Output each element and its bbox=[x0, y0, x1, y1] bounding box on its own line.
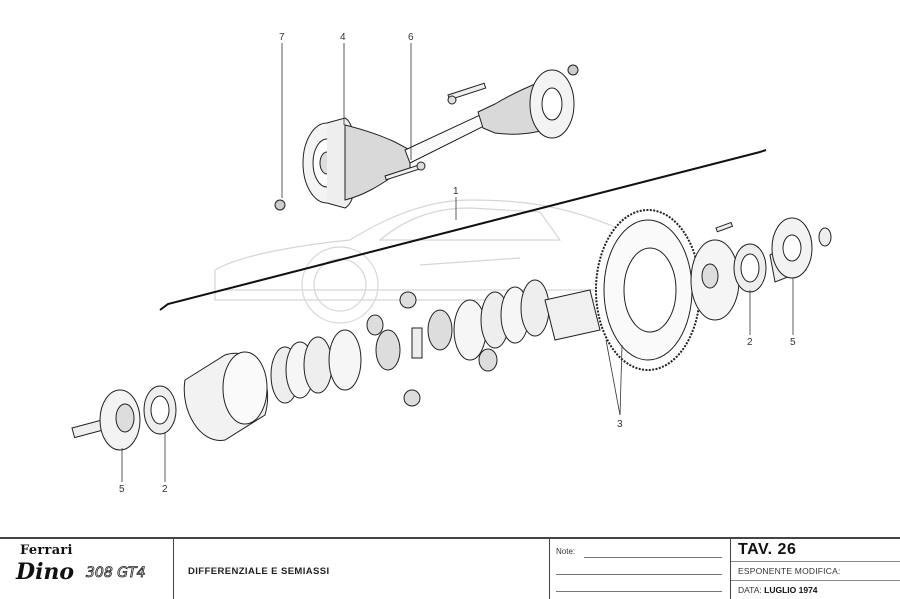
clutch-plates-right bbox=[453, 279, 550, 361]
bolt bbox=[715, 221, 734, 233]
title-cell: DIFFERENZIALE E SEMIASSI bbox=[174, 539, 550, 599]
callout-6: 6 bbox=[408, 32, 414, 43]
separator-line bbox=[159, 149, 767, 311]
date-field: DATA: LUGLIO 1974 bbox=[738, 585, 818, 595]
callout-7: 7 bbox=[279, 32, 285, 43]
callout-5-left: 5 bbox=[119, 484, 125, 495]
logo-cell: Ferrari Dino 308 GT4 bbox=[0, 539, 174, 599]
callout-5-right: 5 bbox=[790, 337, 796, 348]
clutch-plates-left bbox=[270, 329, 362, 404]
callout-3: 3 bbox=[617, 419, 623, 430]
notes-line bbox=[556, 574, 722, 575]
date-value: LUGLIO 1974 bbox=[764, 585, 818, 595]
case-hub bbox=[544, 289, 601, 341]
pinion-gear-top bbox=[399, 291, 417, 309]
revision-label: ESPONENTE MODIFICA: bbox=[738, 566, 841, 576]
info-divider bbox=[731, 580, 900, 581]
date-label: DATA: bbox=[738, 585, 762, 595]
leader-lines bbox=[121, 43, 794, 482]
axle-shaft bbox=[404, 114, 485, 164]
model-suffix-logo: 308 GT4 bbox=[86, 565, 146, 582]
nut bbox=[274, 199, 286, 211]
cv-boot-left bbox=[344, 124, 411, 201]
brand-logo: Ferrari bbox=[20, 543, 73, 558]
info-divider bbox=[731, 561, 900, 562]
exploded-parts-diagram: 7 4 6 1 5 2 3 2 5 bbox=[71, 32, 832, 495]
side-gear-right bbox=[427, 309, 453, 351]
pinion-gear-bottom bbox=[403, 389, 421, 407]
cross-shaft bbox=[411, 327, 423, 359]
stub-shaft-left bbox=[71, 419, 105, 439]
notes-line bbox=[584, 557, 722, 558]
differential-assembly bbox=[71, 209, 832, 451]
model-logo: Dino bbox=[16, 559, 75, 585]
info-cell: TAV. 26 ESPONENTE MODIFICA: DATA: LUGLIO… bbox=[731, 539, 900, 599]
nut bbox=[567, 64, 579, 76]
side-gear-left bbox=[375, 329, 401, 371]
title-block: Ferrari Dino 308 GT4 DIFFERENZIALE E SEM… bbox=[0, 537, 900, 599]
pinion-gear-left bbox=[366, 314, 384, 336]
notes-label: Note: bbox=[556, 547, 576, 556]
half-shaft-assembly bbox=[274, 64, 579, 211]
pinion-gear-right bbox=[478, 348, 498, 372]
callout-1: 1 bbox=[453, 186, 459, 197]
notes-line bbox=[556, 591, 722, 592]
sheet-number: TAV. 26 bbox=[738, 541, 797, 558]
callout-2-right: 2 bbox=[747, 337, 753, 348]
callout-4: 4 bbox=[340, 32, 346, 43]
notes-cell: Note: bbox=[550, 539, 731, 599]
drawing-title: DIFFERENZIALE E SEMIASSI bbox=[188, 566, 330, 577]
callout-2-left: 2 bbox=[162, 484, 168, 495]
